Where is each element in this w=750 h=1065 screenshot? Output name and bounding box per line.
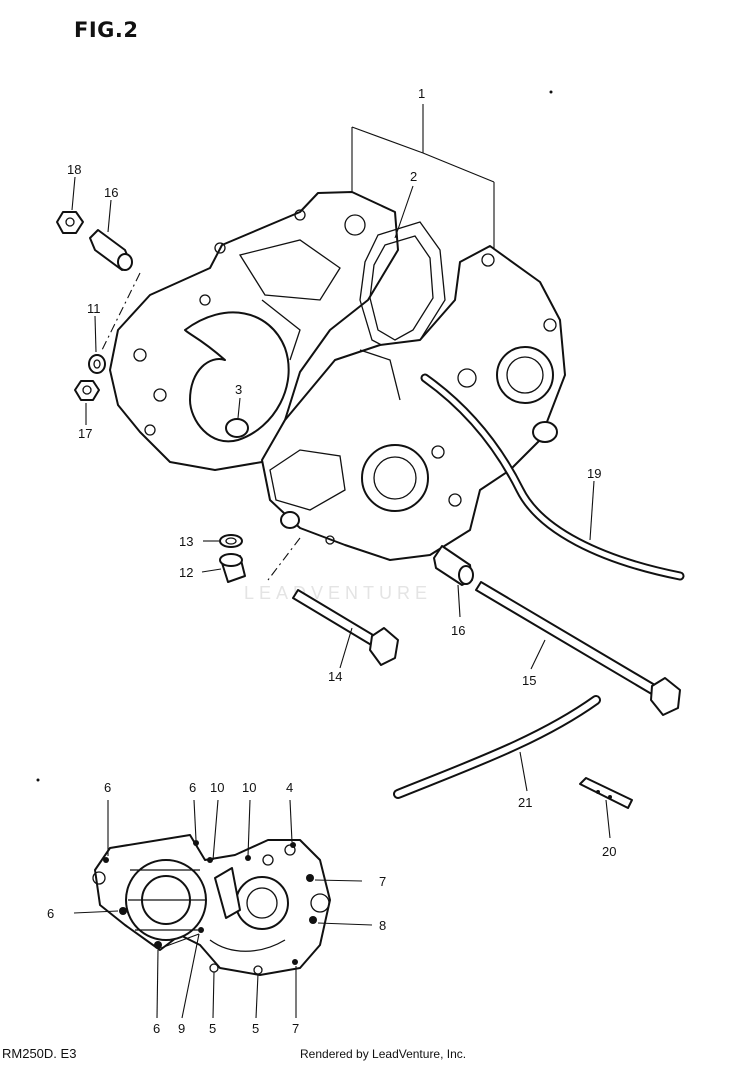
crankcase-inner-view bbox=[92, 834, 331, 976]
assembly-line-lower bbox=[267, 537, 301, 581]
callout-18: 18 bbox=[67, 162, 81, 177]
hose-item-21 bbox=[393, 695, 601, 799]
render-credit: Rendered by LeadVenture, Inc. bbox=[300, 1047, 467, 1061]
watermark-text: LEADVENTURE bbox=[244, 583, 433, 603]
print-speck bbox=[549, 90, 553, 94]
callout-7-bottom: 7 bbox=[292, 1021, 299, 1036]
crankcase-right-half bbox=[261, 245, 566, 561]
nut-item-17 bbox=[74, 380, 100, 401]
washer-item-11 bbox=[88, 354, 106, 374]
callout-19: 19 bbox=[587, 466, 601, 481]
callout-2: 2 bbox=[410, 169, 417, 184]
breather-hose bbox=[420, 373, 685, 581]
figure-title: FIG.2 bbox=[74, 18, 139, 42]
assembly-line-upper bbox=[101, 272, 141, 351]
callout-14: 14 bbox=[328, 669, 342, 684]
callout-21: 21 bbox=[518, 795, 532, 810]
callout-15: 15 bbox=[522, 673, 536, 688]
callout-16-lower: 16 bbox=[451, 623, 465, 638]
callout-6-top: 6 bbox=[189, 780, 196, 795]
callout-5-left: 5 bbox=[209, 1021, 216, 1036]
callout-3: 3 bbox=[235, 382, 242, 397]
callout-10-left: 10 bbox=[210, 780, 224, 795]
callout-9: 9 bbox=[178, 1021, 185, 1036]
callout-10-right: 10 bbox=[242, 780, 256, 795]
leader-bracket-item-1 bbox=[351, 104, 495, 248]
callout-11: 11 bbox=[87, 301, 101, 316]
callout-12: 12 bbox=[179, 565, 193, 580]
callout-7-right: 7 bbox=[379, 874, 386, 889]
bolt-item-15 bbox=[475, 581, 681, 716]
callout-20: 20 bbox=[602, 844, 616, 859]
nut-item-18 bbox=[56, 211, 84, 234]
plug-item-12 bbox=[219, 553, 246, 583]
callout-6-bottom: 6 bbox=[153, 1021, 160, 1036]
print-speck bbox=[36, 778, 40, 782]
collar-item-16-upper bbox=[89, 229, 133, 271]
model-code: RM250D. E3 bbox=[2, 1046, 77, 1061]
callout-labels: 1 2 3 11 12 13 14 15 16 16 17 18 19 20 2… bbox=[47, 86, 616, 1036]
leader-lines bbox=[71, 176, 611, 1019]
clamp-item-20 bbox=[579, 777, 633, 809]
callout-8: 8 bbox=[379, 918, 386, 933]
callout-5-right: 5 bbox=[252, 1021, 259, 1036]
collar-item-16-lower bbox=[433, 545, 474, 586]
crankcase-left-half bbox=[109, 191, 399, 471]
callout-6-left: 6 bbox=[47, 906, 54, 921]
washer-item-13 bbox=[219, 534, 243, 548]
callout-16-upper: 16 bbox=[104, 185, 118, 200]
callout-6-top-left: 6 bbox=[104, 780, 111, 795]
bolt-item-14 bbox=[292, 589, 399, 666]
callout-1: 1 bbox=[418, 86, 425, 101]
callout-4: 4 bbox=[286, 780, 293, 795]
callout-17: 17 bbox=[78, 426, 92, 441]
callout-13: 13 bbox=[179, 534, 193, 549]
